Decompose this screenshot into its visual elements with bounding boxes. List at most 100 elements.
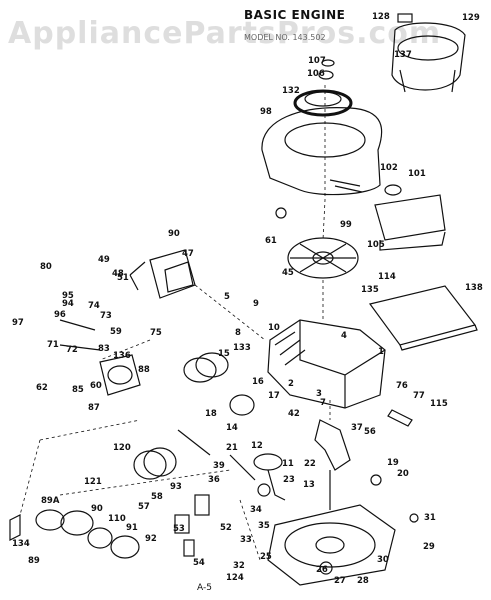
flywheel-part (287, 237, 359, 279)
washer-part (318, 59, 335, 80)
part-number-4: 4 (341, 331, 347, 341)
part-number-25: 25 (260, 552, 272, 562)
connecting-rod-part (253, 453, 286, 501)
part-number-73: 73 (100, 311, 112, 321)
part-number-129: 129 (462, 13, 480, 23)
part-number-96: 96 (54, 310, 66, 320)
part-number-132: 132 (282, 86, 300, 96)
manual-panel-part (368, 285, 478, 351)
part-number-105: 105 (367, 240, 385, 250)
part-number-115: 115 (430, 399, 448, 409)
part-number-90: 90 (168, 229, 180, 239)
part-number-39: 39 (213, 461, 225, 471)
part-number-2: 2 (288, 379, 294, 389)
part-number-8: 8 (235, 328, 241, 338)
part-number-77: 77 (413, 391, 425, 401)
air-filter-set-part (9, 509, 140, 559)
part-number-61: 61 (265, 236, 277, 246)
part-number-35: 35 (258, 521, 270, 531)
blower-housing-part (261, 107, 383, 196)
part-number-90: 90 (91, 504, 103, 514)
diagram-title: BASIC ENGINE (244, 8, 346, 22)
part-number-93: 93 (170, 482, 182, 492)
engine-block-part (267, 319, 386, 409)
part-number-14: 14 (226, 423, 238, 433)
model-line: MODEL NO. 143.502 (244, 33, 326, 42)
part-number-32: 32 (233, 561, 245, 571)
part-number-20: 20 (397, 469, 409, 479)
page-footer: A-5 (197, 583, 212, 593)
part-number-92: 92 (145, 534, 157, 544)
part-number-80: 80 (40, 262, 52, 272)
part-number-87: 87 (88, 403, 100, 413)
carburetor-part (59, 319, 141, 396)
part-number-33: 33 (240, 535, 252, 545)
part-number-18: 18 (205, 409, 217, 419)
part-number-107: 107 (308, 56, 326, 66)
part-number-49: 49 (98, 255, 110, 265)
part-number-11: 11 (282, 459, 294, 469)
part-number-34: 34 (250, 505, 262, 515)
part-number-94: 94 (62, 299, 74, 309)
part-number-101: 101 (408, 169, 426, 179)
part-number-17: 17 (268, 391, 280, 401)
part-number-16: 16 (252, 377, 264, 387)
part-number-120: 120 (113, 443, 131, 453)
part-number-10: 10 (268, 323, 280, 333)
part-number-99: 99 (340, 220, 352, 230)
part-number-13: 13 (303, 480, 315, 490)
part-number-15: 15 (218, 349, 230, 359)
part-number-72: 72 (66, 345, 78, 355)
muffler-part (183, 352, 255, 416)
part-number-12: 12 (251, 441, 263, 451)
part-number-85: 85 (72, 385, 84, 395)
part-number-88: 88 (138, 365, 150, 375)
part-number-128: 128 (372, 12, 390, 22)
part-number-30: 30 (377, 555, 389, 565)
part-number-133: 133 (233, 343, 251, 353)
part-number-7: 7 (320, 398, 326, 408)
part-number-76: 76 (396, 381, 408, 391)
part-number-47: 47 (182, 249, 194, 259)
part-number-48: 48 (112, 269, 124, 279)
part-number-27: 27 (334, 576, 346, 586)
part-number-53: 53 (173, 524, 185, 534)
part-number-37: 37 (351, 423, 363, 433)
air-cleaner-part (133, 447, 177, 480)
part-number-31: 31 (424, 513, 436, 523)
part-number-21: 21 (226, 443, 238, 453)
part-number-71: 71 (47, 340, 59, 350)
part-number-114: 114 (378, 272, 396, 282)
part-number-89A: 89A (41, 496, 60, 506)
part-number-98: 98 (260, 107, 272, 117)
part-number-51: 51 (117, 273, 129, 283)
part-number-60: 60 (90, 381, 102, 391)
part-number-110: 110 (108, 514, 126, 524)
part-number-26: 26 (316, 565, 328, 575)
part-number-135: 135 (361, 285, 379, 295)
part-number-54: 54 (193, 558, 205, 568)
part-number-5: 5 (224, 292, 230, 302)
part-number-121: 121 (84, 477, 102, 487)
small-hardware-part (174, 207, 419, 575)
part-number-138: 138 (465, 283, 483, 293)
part-number-106: 106 (307, 69, 325, 79)
part-number-95: 95 (62, 291, 74, 301)
rotating-screen-part (293, 89, 353, 117)
part-number-57: 57 (138, 502, 150, 512)
part-number-62: 62 (36, 383, 48, 393)
part-number-89: 89 (28, 556, 40, 566)
part-number-22: 22 (304, 459, 316, 469)
part-number-134: 134 (12, 539, 30, 549)
part-number-29: 29 (423, 542, 435, 552)
part-number-9: 9 (253, 299, 259, 309)
part-number-136: 136 (113, 351, 131, 361)
part-number-137: 137 (394, 50, 412, 60)
part-number-45: 45 (282, 268, 294, 278)
part-number-28: 28 (357, 576, 369, 586)
part-number-36: 36 (208, 475, 220, 485)
part-number-23: 23 (283, 475, 295, 485)
part-number-91: 91 (126, 523, 138, 533)
